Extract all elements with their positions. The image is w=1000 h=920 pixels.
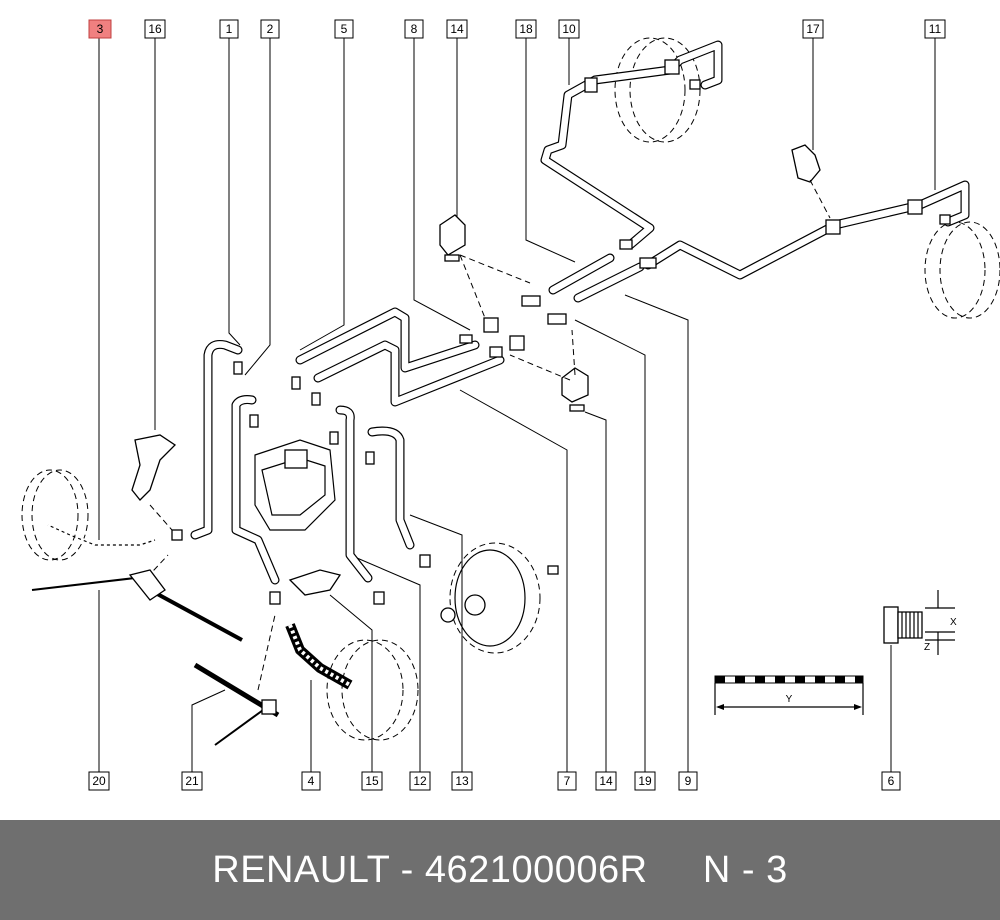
callout-17: 17 — [802, 19, 824, 39]
svg-text:6: 6 — [888, 774, 895, 788]
wheel-front-left — [21, 469, 89, 561]
svg-text:14: 14 — [599, 774, 613, 788]
svg-text:21: 21 — [185, 774, 199, 788]
svg-text:18: 18 — [519, 22, 533, 36]
callout-15: 15 — [361, 771, 383, 791]
footer-brand: RENAULT — [212, 848, 390, 891]
svg-text:9: 9 — [685, 774, 692, 788]
svg-text:15: 15 — [365, 774, 379, 788]
dimension-x-label: X — [950, 617, 957, 628]
callout-9: 9 — [678, 771, 698, 791]
footer-separator: - — [389, 848, 425, 891]
svg-text:14: 14 — [450, 22, 464, 36]
callout-5: 5 — [334, 19, 354, 39]
svg-text:8: 8 — [411, 22, 418, 36]
svg-text:2: 2 — [267, 22, 274, 36]
callout-10: 10 — [558, 19, 580, 39]
callout-20: 20 — [88, 771, 110, 791]
flex-hose-rear-left — [285, 623, 353, 690]
scale-bar — [714, 675, 864, 715]
svg-text:12: 12 — [413, 774, 427, 788]
pipe-fittings — [171, 59, 951, 605]
callout-7: 7 — [557, 771, 577, 791]
callout-21: 21 — [181, 771, 203, 791]
handbrake-cables — [31, 569, 280, 746]
svg-text:4: 4 — [308, 774, 315, 788]
svg-text:17: 17 — [806, 22, 820, 36]
footer-part-number: 462100006R — [424, 848, 648, 891]
dimension-y-label: Y — [786, 694, 793, 705]
flex-hose-front-left — [47, 523, 156, 547]
rigid-pipes — [190, 40, 970, 585]
callout-1: 1 — [219, 19, 239, 39]
assembly-arrows — [139, 179, 831, 691]
callout-13: 13 — [451, 771, 473, 791]
dimension-z-label: Z — [924, 642, 930, 653]
callout-8: 8 — [404, 19, 424, 39]
svg-text:7: 7 — [564, 774, 571, 788]
callout-14-top: 14 — [446, 19, 468, 39]
brake-pipe-diagram: X Z Y 3 16 1 2 5 8 — [21, 19, 1000, 791]
brake-servo — [440, 542, 559, 654]
callout-12: 12 — [409, 771, 431, 791]
wheel-rear-right — [614, 37, 701, 143]
leader-lines — [98, 38, 936, 772]
brackets — [131, 144, 821, 596]
hydraulic-unit — [254, 439, 336, 531]
callout-16: 16 — [144, 19, 166, 39]
callout-14-bottom: 14 — [595, 771, 617, 791]
wheel-front-right — [924, 221, 1000, 319]
svg-text:16: 16 — [148, 22, 162, 36]
footer-gap — [648, 849, 703, 891]
footer-caption: RENAULT - 462100006R N - 3 — [212, 849, 787, 892]
callout-19: 19 — [634, 771, 656, 791]
svg-text:20: 20 — [92, 774, 106, 788]
svg-text:11: 11 — [929, 22, 942, 36]
svg-text:19: 19 — [638, 774, 652, 788]
callout-18: 18 — [515, 19, 537, 39]
callout-11: 11 — [924, 19, 946, 39]
callout-2: 2 — [260, 19, 280, 39]
svg-text:5: 5 — [341, 22, 348, 36]
callout-6: 6 — [881, 771, 901, 791]
wheel-rear-left — [326, 639, 419, 741]
svg-text:10: 10 — [562, 22, 576, 36]
callout-3: 3 — [88, 19, 112, 39]
svg-text:3: 3 — [97, 22, 104, 36]
svg-text:13: 13 — [455, 774, 469, 788]
fitting-detail-6 — [883, 590, 955, 655]
footer-item: N - 3 — [702, 848, 788, 891]
callout-4: 4 — [301, 771, 321, 791]
part-number-footer: RENAULT - 462100006R N - 3 — [0, 820, 1000, 920]
svg-text:1: 1 — [226, 22, 233, 36]
